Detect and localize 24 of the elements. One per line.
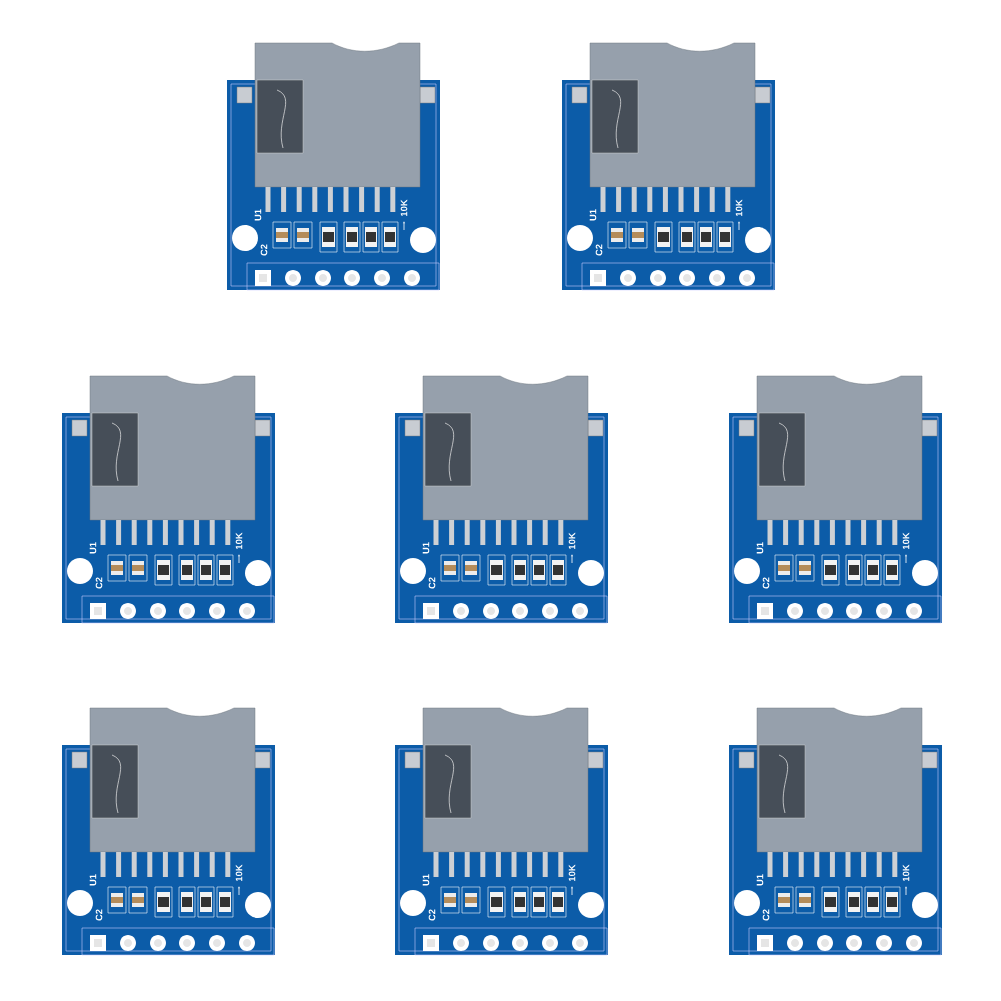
silkscreen-label: 10K bbox=[568, 532, 576, 549]
silkscreen-label: U1 bbox=[756, 874, 764, 886]
silkscreen-label: C2 bbox=[762, 577, 770, 589]
silkscreen-label: U1 bbox=[89, 542, 97, 554]
silkscreen-label: C2 bbox=[595, 244, 603, 256]
silkscreen-label: U1 bbox=[422, 874, 430, 886]
silkscreen-label: C2 bbox=[428, 909, 436, 921]
silkscreen-label: U1 bbox=[756, 542, 764, 554]
silkscreen-label: 10K bbox=[902, 864, 910, 881]
silkscreen-label: U1 bbox=[89, 874, 97, 886]
silkscreen-label: 10K bbox=[235, 532, 243, 549]
silkscreen-label: U1 bbox=[254, 209, 262, 221]
silkscreen-label: C2 bbox=[428, 577, 436, 589]
silkscreen-label: C2 bbox=[95, 577, 103, 589]
silkscreen-label: 10K bbox=[735, 199, 743, 216]
silkscreen-label: U1 bbox=[589, 209, 597, 221]
silkscreen-label: U1 bbox=[422, 542, 430, 554]
silkscreen-label: 10K bbox=[568, 864, 576, 881]
silkscreen-label: C2 bbox=[762, 909, 770, 921]
silkscreen-label: 10K bbox=[235, 864, 243, 881]
silkscreen-label: 10K bbox=[400, 199, 408, 216]
silkscreen-label: 10K bbox=[902, 532, 910, 549]
silkscreen-label: C2 bbox=[260, 244, 268, 256]
silkscreen-label: C2 bbox=[95, 909, 103, 921]
